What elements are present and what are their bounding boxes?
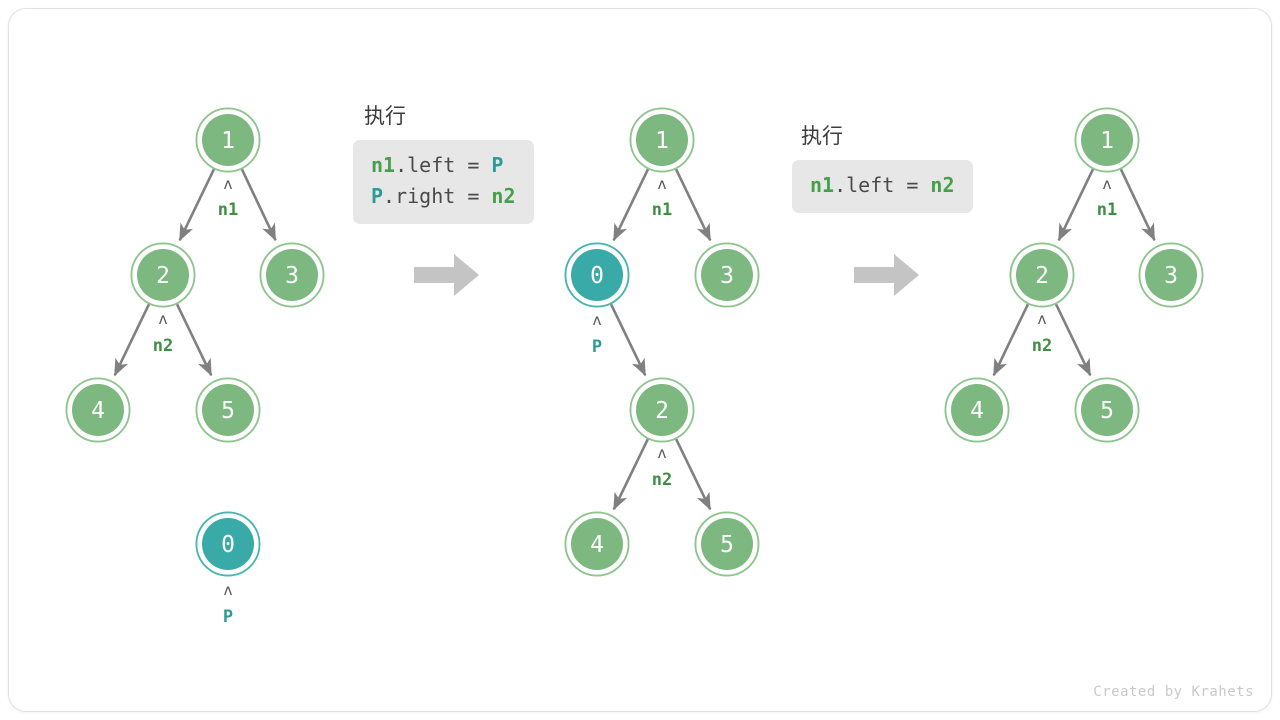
pointer-label-n2: n2 (652, 470, 672, 490)
tree-edge (240, 168, 277, 242)
node-value: 2 (655, 398, 669, 424)
tree-node: 3 (1138, 242, 1204, 308)
tree-node: 4 (65, 377, 131, 443)
node-value: 2 (1035, 263, 1049, 289)
node-value: 1 (1100, 128, 1114, 154)
code-token: P (371, 184, 384, 208)
tree-node: 5 (195, 377, 261, 443)
tree-node: 5 (694, 511, 760, 577)
node-value: 2 (156, 263, 170, 289)
node-value: 3 (720, 263, 734, 289)
code-line: P.right = n2 (371, 181, 516, 212)
tree-node: 2 (130, 242, 196, 308)
tree-edge (612, 168, 650, 242)
tree-edge (178, 168, 216, 242)
step-arrows (414, 254, 919, 296)
tree-node: 2 (629, 377, 695, 443)
tree-edge (992, 303, 1030, 377)
node-value: 1 (655, 128, 669, 154)
tree-node: 3 (259, 242, 325, 308)
tree-edge (1054, 303, 1092, 377)
code-line: n1.left = n2 (810, 170, 955, 201)
pointer-caret-icon: ʌ (1102, 175, 1111, 193)
node-value: 4 (590, 532, 604, 558)
tree-node: 1 (195, 107, 261, 173)
pointer-caret-icon: ʌ (592, 311, 601, 329)
tree-node: 1 (629, 107, 695, 173)
code-token: n1 (810, 173, 835, 197)
pointer-caret-icon: ʌ (223, 581, 232, 599)
tree-node: 3 (694, 242, 760, 308)
node-value: 4 (970, 398, 984, 424)
pointer-label-n1: n1 (1097, 200, 1117, 220)
tree-edge (1057, 168, 1095, 242)
tree-edge (675, 438, 712, 511)
tree-edge (175, 303, 213, 377)
node-value: 0 (590, 263, 604, 289)
pointer-label-n2: n2 (1032, 336, 1052, 356)
node-value: 5 (1100, 398, 1114, 424)
node-value: 5 (221, 398, 235, 424)
tree-edge (1119, 168, 1156, 242)
code-snippet-box: n1.left = n2 (792, 160, 973, 213)
pointer-caret-icon: ʌ (158, 310, 167, 328)
node-value: 4 (91, 398, 105, 424)
tree-node: 0 (195, 511, 261, 577)
code-token: .left = (834, 173, 931, 197)
step-heading: 执行 (364, 105, 406, 128)
code-token: .left = (395, 153, 492, 177)
pointer-label-p: P (223, 607, 233, 627)
tree-node: 2 (1009, 242, 1075, 308)
tree-edges (113, 168, 1156, 511)
pointer-caret-icon: ʌ (657, 175, 666, 193)
code-line: n1.left = P (371, 150, 516, 181)
pointer-label-p: P (592, 337, 602, 357)
node-value: 3 (1164, 263, 1178, 289)
code-token: n1 (371, 153, 396, 177)
node-value: 5 (720, 532, 734, 558)
pointer-label-n1: n1 (652, 200, 672, 220)
node-value: 0 (221, 532, 235, 558)
tree-edge (612, 438, 649, 511)
code-token: P (491, 153, 504, 177)
tree-edge (674, 168, 712, 242)
tree-node: 1 (1074, 107, 1140, 173)
code-token: n2 (930, 173, 955, 197)
tree-node: 4 (944, 377, 1010, 443)
step-transition-arrow-icon (854, 254, 919, 296)
tree-node: 4 (564, 511, 630, 577)
step-transition-arrow-icon (414, 254, 479, 296)
step-heading: 执行 (801, 125, 843, 148)
tree-nodes: 1 2 3 4 5 0 1 0 3 2 4 5 1 2 3 4 5 (65, 107, 1204, 577)
node-value: 3 (285, 263, 299, 289)
code-token: .right = (383, 184, 492, 208)
tree-node: 0 (564, 242, 630, 308)
pointer-caret-icon: ʌ (657, 444, 666, 462)
tree-edge (609, 303, 647, 377)
pointer-caret-icon: ʌ (1037, 310, 1046, 328)
watermark: Created by Krahets (1093, 684, 1254, 700)
pointer-label-n2: n2 (153, 336, 173, 356)
node-value: 1 (221, 128, 235, 154)
pointer-caret-icon: ʌ (223, 175, 232, 193)
pointer-label-n1: n1 (218, 200, 238, 220)
tree-edge (113, 303, 151, 377)
code-token: n2 (491, 184, 516, 208)
tree-node: 5 (1074, 377, 1140, 443)
